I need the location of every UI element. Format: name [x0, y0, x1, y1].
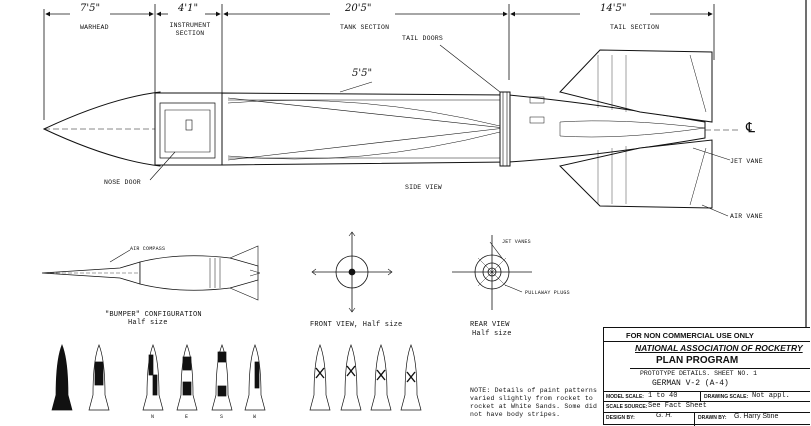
label-side-view: SIDE VIEW	[405, 184, 442, 191]
label-jet-vanes: JET VANES	[502, 239, 531, 245]
paint-letter-n: N	[151, 414, 155, 420]
label-air-vane: AIR VANE	[730, 213, 763, 220]
nar-text: NAR	[612, 385, 623, 391]
label-jet-vane: JET VANE	[730, 158, 763, 165]
dim-warhead: 7'5"	[80, 3, 101, 14]
section-tail: TAIL SECTION	[610, 24, 660, 31]
dimension-lines	[43, 4, 715, 120]
source-value: See Fact Sheet	[648, 402, 707, 410]
label-air-compass: AIR COMPASS	[130, 246, 166, 252]
paint-letter-s: S	[220, 414, 224, 420]
paint-patterns	[51, 344, 422, 411]
label-half-size-2: Half size	[472, 330, 512, 338]
drawn-value: G. Harry Stine	[734, 413, 779, 420]
model-scale-value: 1 to 40	[648, 392, 678, 400]
label-front-view: FRONT VIEW, Half size	[310, 321, 403, 329]
model-scale-label: MODEL SCALE:	[606, 394, 644, 400]
label-rear-view: REAR VIEW	[470, 321, 510, 329]
label-nose-door: NOSE DOOR	[104, 179, 141, 186]
dim-tail: 14'5"	[600, 3, 627, 14]
label-pullaway-plugs: PULLAWAY PLUGS	[525, 290, 570, 296]
label-tail-doors: TAIL DOORS	[402, 35, 444, 42]
dim-callout: 5'5"	[352, 68, 373, 79]
title-sheet: PROTOTYPE DETAILS. SHEET NO. 1	[640, 370, 758, 377]
drawn-label: DRAWN BY:	[698, 415, 727, 421]
title-banner: FOR NON COMMERCIAL USE ONLY	[626, 331, 754, 340]
drawing-scale-value: Not appl.	[752, 392, 790, 400]
source-label: SCALE SOURCE:	[606, 404, 648, 410]
dim-instrument: 4'1"	[178, 3, 199, 14]
design-label: DESIGN BY:	[606, 415, 635, 421]
section-instrument: INSTRUMENT SECTION	[169, 22, 211, 37]
centerline-symbol: ℄	[746, 120, 755, 136]
paint-letter-w: W	[253, 414, 257, 420]
title-block: FOR NON COMMERCIAL USE ONLY NATIONAL ASS…	[603, 327, 810, 426]
dim-tank: 20'5"	[345, 3, 372, 14]
drawing-scale-label: DRAWING SCALE:	[704, 394, 749, 400]
title-program: PLAN PROGRAM	[656, 355, 739, 366]
section-warhead: WARHEAD	[80, 24, 109, 31]
label-bumper: "BUMPER" CONFIGURATION	[105, 311, 202, 319]
design-value: G. H.	[656, 412, 673, 419]
title-org: NATIONAL ASSOCIATION OF ROCKETRY	[635, 343, 803, 353]
paint-note: NOTE: Details of paint patterns varied s…	[470, 387, 598, 418]
paint-letter-e: E	[185, 414, 189, 420]
bumper-drawing	[41, 245, 261, 301]
rocket-side-view	[42, 49, 740, 209]
rear-view	[452, 235, 532, 310]
label-half-size-1: Half size	[128, 319, 168, 327]
title-subject: GERMAN V-2 (A-4)	[652, 379, 729, 388]
section-tank: TANK SECTION	[340, 24, 390, 31]
front-view	[311, 231, 393, 313]
